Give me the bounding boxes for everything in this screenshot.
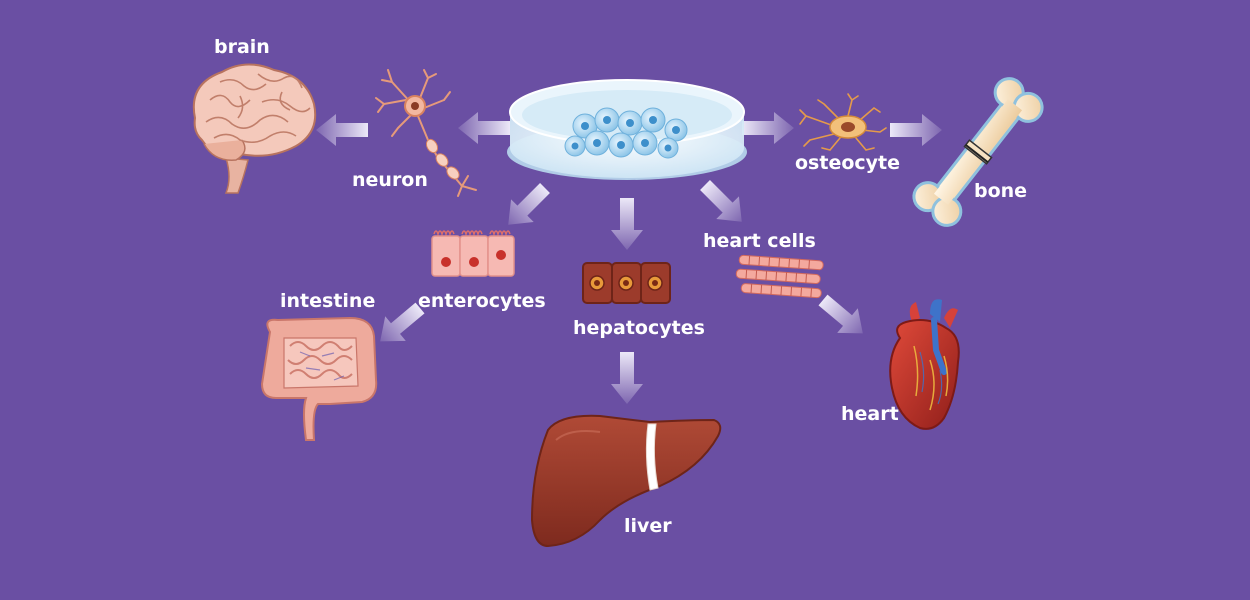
enterocytes-icon bbox=[431, 230, 515, 277]
brain-icon bbox=[192, 63, 317, 194]
heart-icon bbox=[889, 299, 960, 430]
arrow-dish-to-hepatocytes bbox=[611, 198, 643, 250]
bone-icon bbox=[912, 77, 1044, 227]
neuron-label: neuron bbox=[352, 169, 428, 191]
arrow-dish-to-osteocyte bbox=[742, 112, 794, 144]
heart-label: heart bbox=[841, 403, 899, 425]
heart-cells-icon bbox=[735, 254, 824, 299]
arrow-hepatocytes-to-liver bbox=[611, 352, 643, 404]
intestine-label: intestine bbox=[280, 290, 376, 312]
hepatocytes-label: hepatocytes bbox=[573, 317, 705, 339]
liver-icon bbox=[530, 414, 722, 548]
arrow-heart-cells-to-heart bbox=[812, 287, 874, 346]
arrow-dish-to-enterocytes bbox=[496, 176, 557, 237]
petri-dish-stem-cells-icon bbox=[507, 79, 747, 180]
bone-label: bone bbox=[974, 180, 1028, 202]
enterocytes-label: enterocytes bbox=[418, 290, 546, 312]
osteocyte-icon bbox=[799, 93, 887, 151]
intestine-icon bbox=[260, 316, 378, 441]
arrow-neuron-to-brain bbox=[316, 114, 368, 146]
arrow-osteocyte-to-bone bbox=[890, 114, 942, 146]
liver-label: liver bbox=[624, 515, 672, 537]
hepatocytes-icon bbox=[582, 262, 671, 304]
osteocyte-label: osteocyte bbox=[795, 152, 901, 174]
neuron-icon bbox=[375, 69, 477, 197]
arrow-dish-to-neuron bbox=[458, 112, 510, 144]
heart-cells-label: heart cells bbox=[703, 230, 816, 252]
brain-label: brain bbox=[214, 36, 270, 58]
arrow-dish-to-heart-cells bbox=[693, 173, 754, 234]
